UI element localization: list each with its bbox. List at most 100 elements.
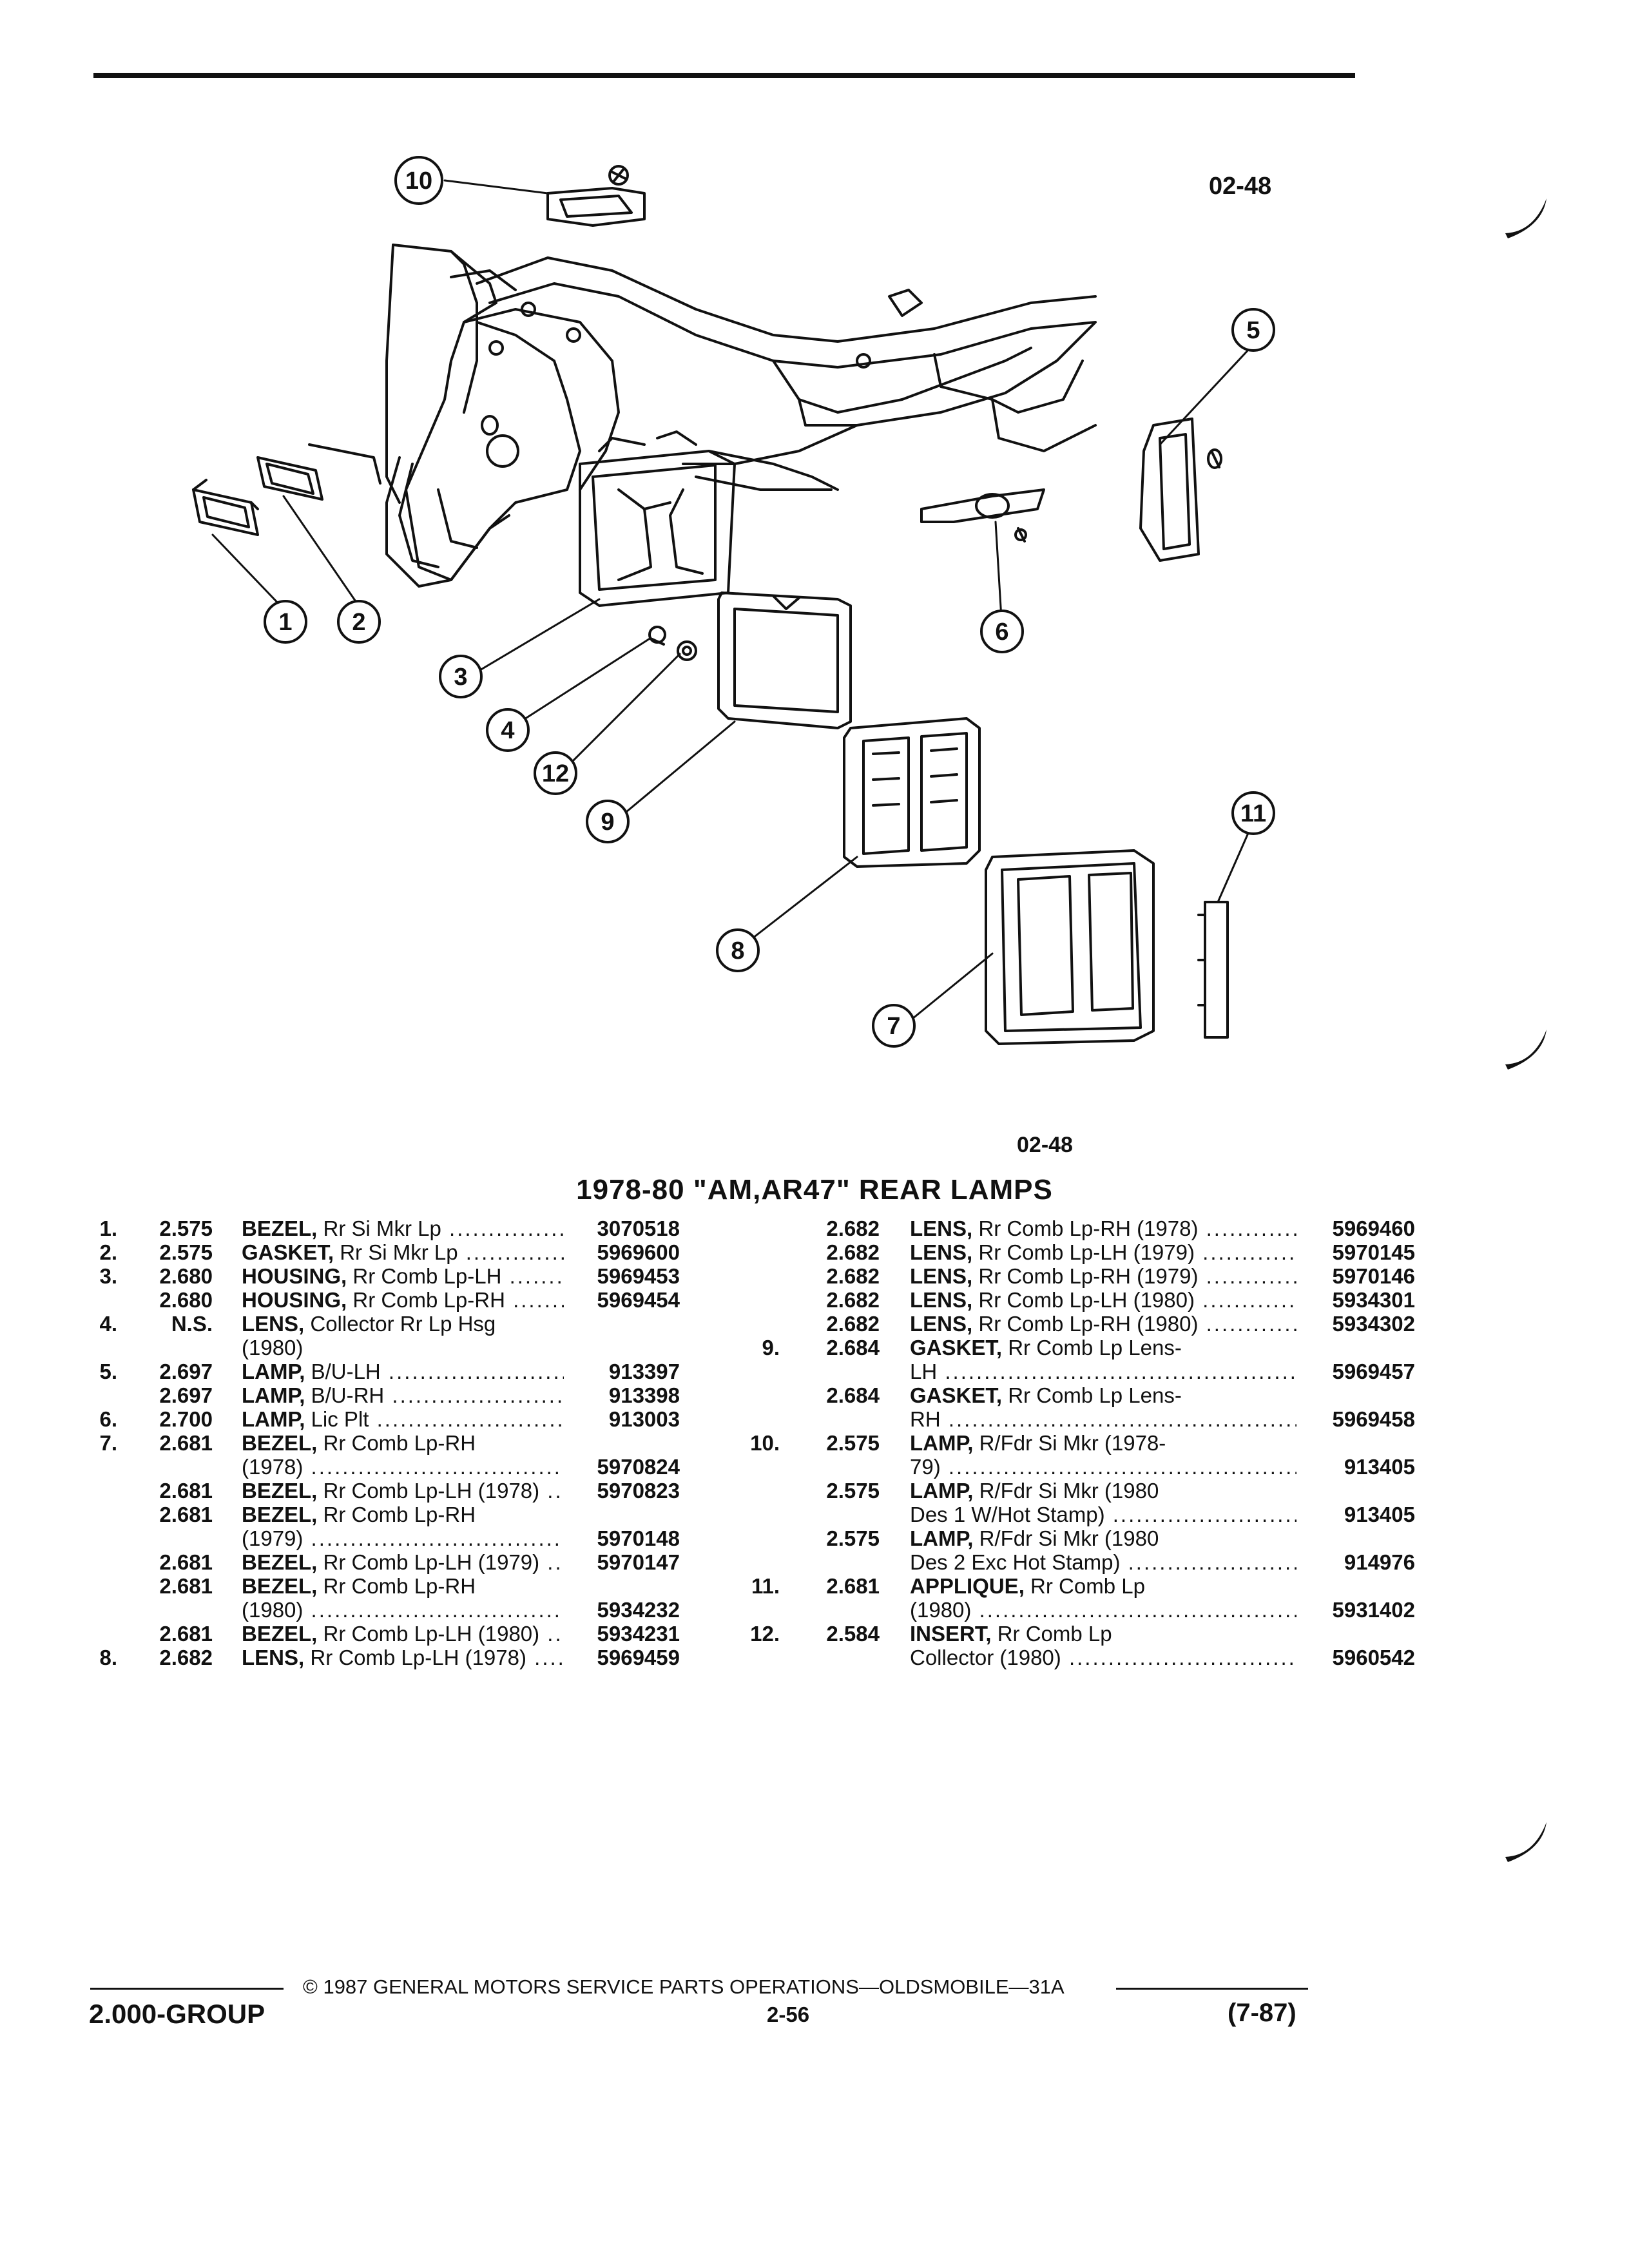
part-9-gasket-drawing [717, 591, 852, 729]
part-description: LAMP, R/Fdr Si Mkr (1980 [910, 1526, 1296, 1550]
part-name: LAMP, [242, 1360, 305, 1383]
part-number: 5970824 [597, 1455, 680, 1479]
part-name: LENS, [910, 1216, 973, 1240]
part-description: BEZEL, Rr Comb Lp-RH [242, 1431, 564, 1455]
part-description: BEZEL, Rr Comb Lp-RH [242, 1503, 564, 1526]
part-detail: Rr Comb Lp-RH [347, 1288, 505, 1312]
part-description: LENS, Rr Comb Lp-RH (1978) .............… [910, 1216, 1296, 1240]
parts-row: 2.575 LAMP, R/Fdr Si Mkr (1980 [709, 1526, 1392, 1550]
part-11-applique-drawing [1197, 901, 1229, 1039]
group-number: 2.682 [826, 1288, 880, 1312]
part-detail: Des 1 W/Hot Stamp) [910, 1503, 1105, 1526]
part-detail: (1978) [242, 1455, 304, 1479]
part-10-marker-lamp-drawing [546, 165, 646, 227]
callout-10: 10 [405, 168, 432, 195]
part-detail: Rr Comb Lp-RH (1980) [972, 1312, 1199, 1336]
part-name: INSERT, [910, 1622, 992, 1646]
parts-row: 2.682 LENS, Rr Comb Lp-LH (1980) ........… [709, 1288, 1415, 1312]
figure-code-bottom: 02-48 [1017, 1133, 1073, 1157]
part-detail: R/Fdr Si Mkr (1978- [973, 1431, 1166, 1455]
part-description: RH .....................................… [910, 1407, 1296, 1431]
callout-3: 3 [454, 664, 467, 691]
parts-row: (1978) .................................… [0, 1455, 709, 1479]
part-number: 5970147 [597, 1550, 680, 1574]
parts-row: LH .....................................… [709, 1360, 1415, 1383]
part-description: HOUSING, Rr Comb Lp-LH .................… [242, 1264, 564, 1288]
part-description: LENS, Rr Comb Lp-LH (1980) .............… [910, 1288, 1296, 1312]
part-description: LENS, Rr Comb Lp-RH (1980) .............… [910, 1312, 1296, 1336]
footer-revision-date: (7-87) [1228, 1999, 1296, 2027]
parts-row: Collector (1980) .......................… [709, 1646, 1415, 1669]
group-number: 2.575 [826, 1526, 880, 1550]
group-number: 2.700 [159, 1407, 213, 1431]
part-description: BEZEL, Rr Comb Lp-LH (1979) ............… [242, 1550, 564, 1574]
parts-list-right: 2.682 LENS, Rr Comb Lp-RH (1978) ........… [709, 1216, 1415, 1669]
part-6-license-lamp-drawing [920, 488, 1045, 543]
parts-row: 79) ....................................… [709, 1455, 1415, 1479]
part-number: 913398 [608, 1383, 680, 1407]
callout-11: 11 [1240, 800, 1266, 827]
part-name: GASKET, [910, 1336, 1003, 1360]
part-detail: Des 2 Exc Hot Stamp) [910, 1550, 1121, 1574]
item-number: 7. [99, 1431, 117, 1455]
part-description: INSERT, Rr Comb Lp [910, 1622, 1296, 1646]
item-number: 10. [750, 1431, 780, 1455]
group-number: 2.681 [159, 1503, 213, 1526]
parts-row: (1980) .................................… [709, 1598, 1415, 1622]
parts-row: 2.681 BEZEL, Rr Comb Lp-RH [0, 1503, 709, 1526]
parts-row: 4.N.S.LENS, Collector Rr Lp Hsg [0, 1312, 709, 1336]
group-number: 2.584 [826, 1622, 880, 1646]
part-detail: Rr Comb Lp-RH [317, 1431, 476, 1455]
part-detail: Rr Comb Lp-RH (1979) [972, 1264, 1199, 1288]
part-detail: (1980) [242, 1598, 304, 1622]
part-description: LAMP, R/Fdr Si Mkr (1980 [910, 1479, 1296, 1503]
part-number: 913397 [608, 1360, 680, 1383]
part-detail: Rr Comb Lp-LH [347, 1264, 502, 1288]
callout-2: 2 [352, 609, 365, 636]
part-description: GASKET, Rr Comb Lp Lens- [910, 1336, 1296, 1360]
part-description: (1980) .................................… [910, 1598, 1296, 1622]
section-title: 1978-80 "AM,AR47" REAR LAMPS [576, 1174, 1053, 1206]
part-detail: Rr Comb Lp-RH (1978) [972, 1216, 1199, 1240]
group-number: 2.575 [159, 1240, 213, 1264]
group-number: 2.680 [159, 1264, 213, 1288]
group-number: 2.682 [826, 1312, 880, 1336]
binder-mark [1505, 1822, 1547, 1862]
part-description: BEZEL, Rr Comb Lp-RH [242, 1574, 564, 1598]
leader-lines [211, 179, 1255, 1026]
group-number: N.S. [171, 1312, 213, 1336]
parts-row: (1979) .................................… [0, 1526, 709, 1550]
group-number: 2.575 [159, 1216, 213, 1240]
part-number: 5931402 [1332, 1598, 1415, 1622]
footer-rule-right [1116, 1988, 1308, 1990]
part-detail: Collector (1980) [910, 1646, 1061, 1669]
part-description: LENS, Collector Rr Lp Hsg [242, 1312, 564, 1336]
part-name: LENS, [910, 1264, 973, 1288]
part-name: GASKET, [910, 1383, 1003, 1407]
part-description: (1979) .................................… [242, 1526, 564, 1550]
parts-row: (1980) [0, 1336, 709, 1360]
part-detail: Collector Rr Lp Hsg [304, 1312, 496, 1336]
part-number: 5970823 [597, 1479, 680, 1503]
parts-row: 2.682 LENS, Rr Comb Lp-RH (1980) ........… [709, 1312, 1415, 1336]
part-description: HOUSING, Rr Comb Lp-RH .................… [242, 1288, 564, 1312]
footer-copyright: © 1987 GENERAL MOTORS SERVICE PARTS OPER… [303, 1975, 1065, 1998]
part-4-screw-drawing [648, 626, 666, 646]
part-detail: Rr Comb Lp [1024, 1574, 1145, 1598]
part-name: LAMP, [910, 1479, 974, 1503]
group-number: 2.682 [826, 1240, 880, 1264]
lamp-pocket-drawing [385, 456, 510, 588]
part-number: 5970146 [1332, 1264, 1415, 1288]
part-description: BEZEL, Rr Comb Lp-LH (1978) ............… [242, 1479, 564, 1503]
part-number: 5969453 [597, 1264, 680, 1288]
part-number: 5969460 [1332, 1216, 1415, 1240]
part-number: 913405 [1344, 1503, 1415, 1526]
